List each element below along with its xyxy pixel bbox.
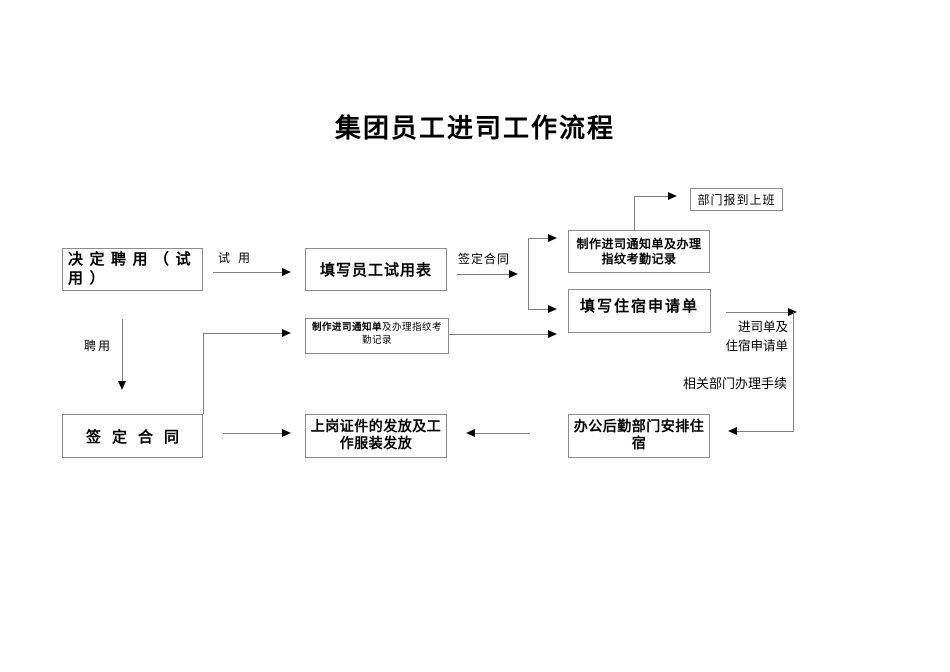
arrow-line-trial-to-branch	[457, 274, 510, 275]
page-title: 集团员工进司工作流程	[334, 114, 615, 143]
box-report-to-dept: 部门报到上班	[690, 188, 783, 211]
arrowhead-right-to-admin	[728, 427, 737, 435]
arrowhead-decide-to-trial	[282, 268, 291, 276]
box-make-entry-notice-small-rest-label: 及办理指纹考勤记录	[361, 323, 443, 346]
edge-label-entry-and-dorm-forms: 进司单及 住宿申请单	[725, 320, 788, 353]
edge-label-hire: 聘用	[84, 339, 113, 353]
branch-vertical-line	[528, 238, 529, 310]
box-issue-cert-uniform: 上岗证件的发放及工作服装发放	[305, 414, 447, 458]
connector-notice-to-report-horizontal	[634, 196, 668, 197]
branch-line-to-notice	[528, 238, 548, 239]
arrowhead-branch-to-dorm	[548, 305, 557, 313]
arrowhead-hire-down	[118, 381, 126, 390]
edge-label-sign-contract: 签定合同	[458, 252, 511, 266]
arrow-line-admin-to-cert	[475, 433, 530, 434]
arrow-line-small-notice-to-dorm	[449, 334, 548, 335]
box-make-entry-notice-small-bold-label: 制作进司通知单	[311, 323, 382, 333]
arrowhead-admin-to-cert	[466, 429, 475, 437]
arrowhead-notice-to-report	[668, 192, 677, 200]
connector-sign-to-small-vertical	[203, 333, 204, 414]
arrowhead-dorm-right	[788, 308, 797, 316]
box-trial-form: 填写员工试用表	[305, 248, 447, 291]
connector-right-vertical	[793, 312, 794, 431]
arrowhead-branch-to-notice	[548, 234, 557, 242]
arrow-line-sign-to-cert	[223, 433, 283, 434]
arrowhead-small-notice-to-dorm	[548, 330, 557, 338]
arrowhead-sign-to-cert	[282, 429, 291, 437]
arrow-line-decide-to-trial	[213, 272, 283, 273]
connector-right-to-admin-horizontal	[737, 431, 794, 432]
box-decide-hire: 决定聘用（试用）	[62, 248, 203, 291]
box-dorm-application: 填写住宿申请单	[568, 289, 711, 333]
box-make-entry-notice-small: 制作进司通知单及办理指纹考勤记录	[305, 318, 449, 354]
arrow-line-hire-vertical	[122, 319, 123, 381]
branch-line-to-dorm	[528, 309, 548, 310]
arrowhead-trial-to-branch	[509, 270, 518, 278]
edge-label-trial: 试用	[218, 251, 259, 265]
box-make-entry-notice: 制作进司通知单及办理指纹考勤记录	[568, 230, 710, 273]
edge-label-related-dept-procedures: 相关部门办理手续	[683, 376, 788, 391]
arrowhead-sign-to-small	[282, 329, 291, 337]
connector-sign-to-small-horizontal	[203, 333, 282, 334]
connector-dorm-right-horizontal	[726, 312, 790, 313]
box-sign-contract: 签定合同	[62, 414, 203, 458]
box-admin-arrange-dorm: 办公后勤部门安排住宿	[568, 414, 710, 458]
connector-notice-to-report-vertical	[634, 196, 635, 230]
